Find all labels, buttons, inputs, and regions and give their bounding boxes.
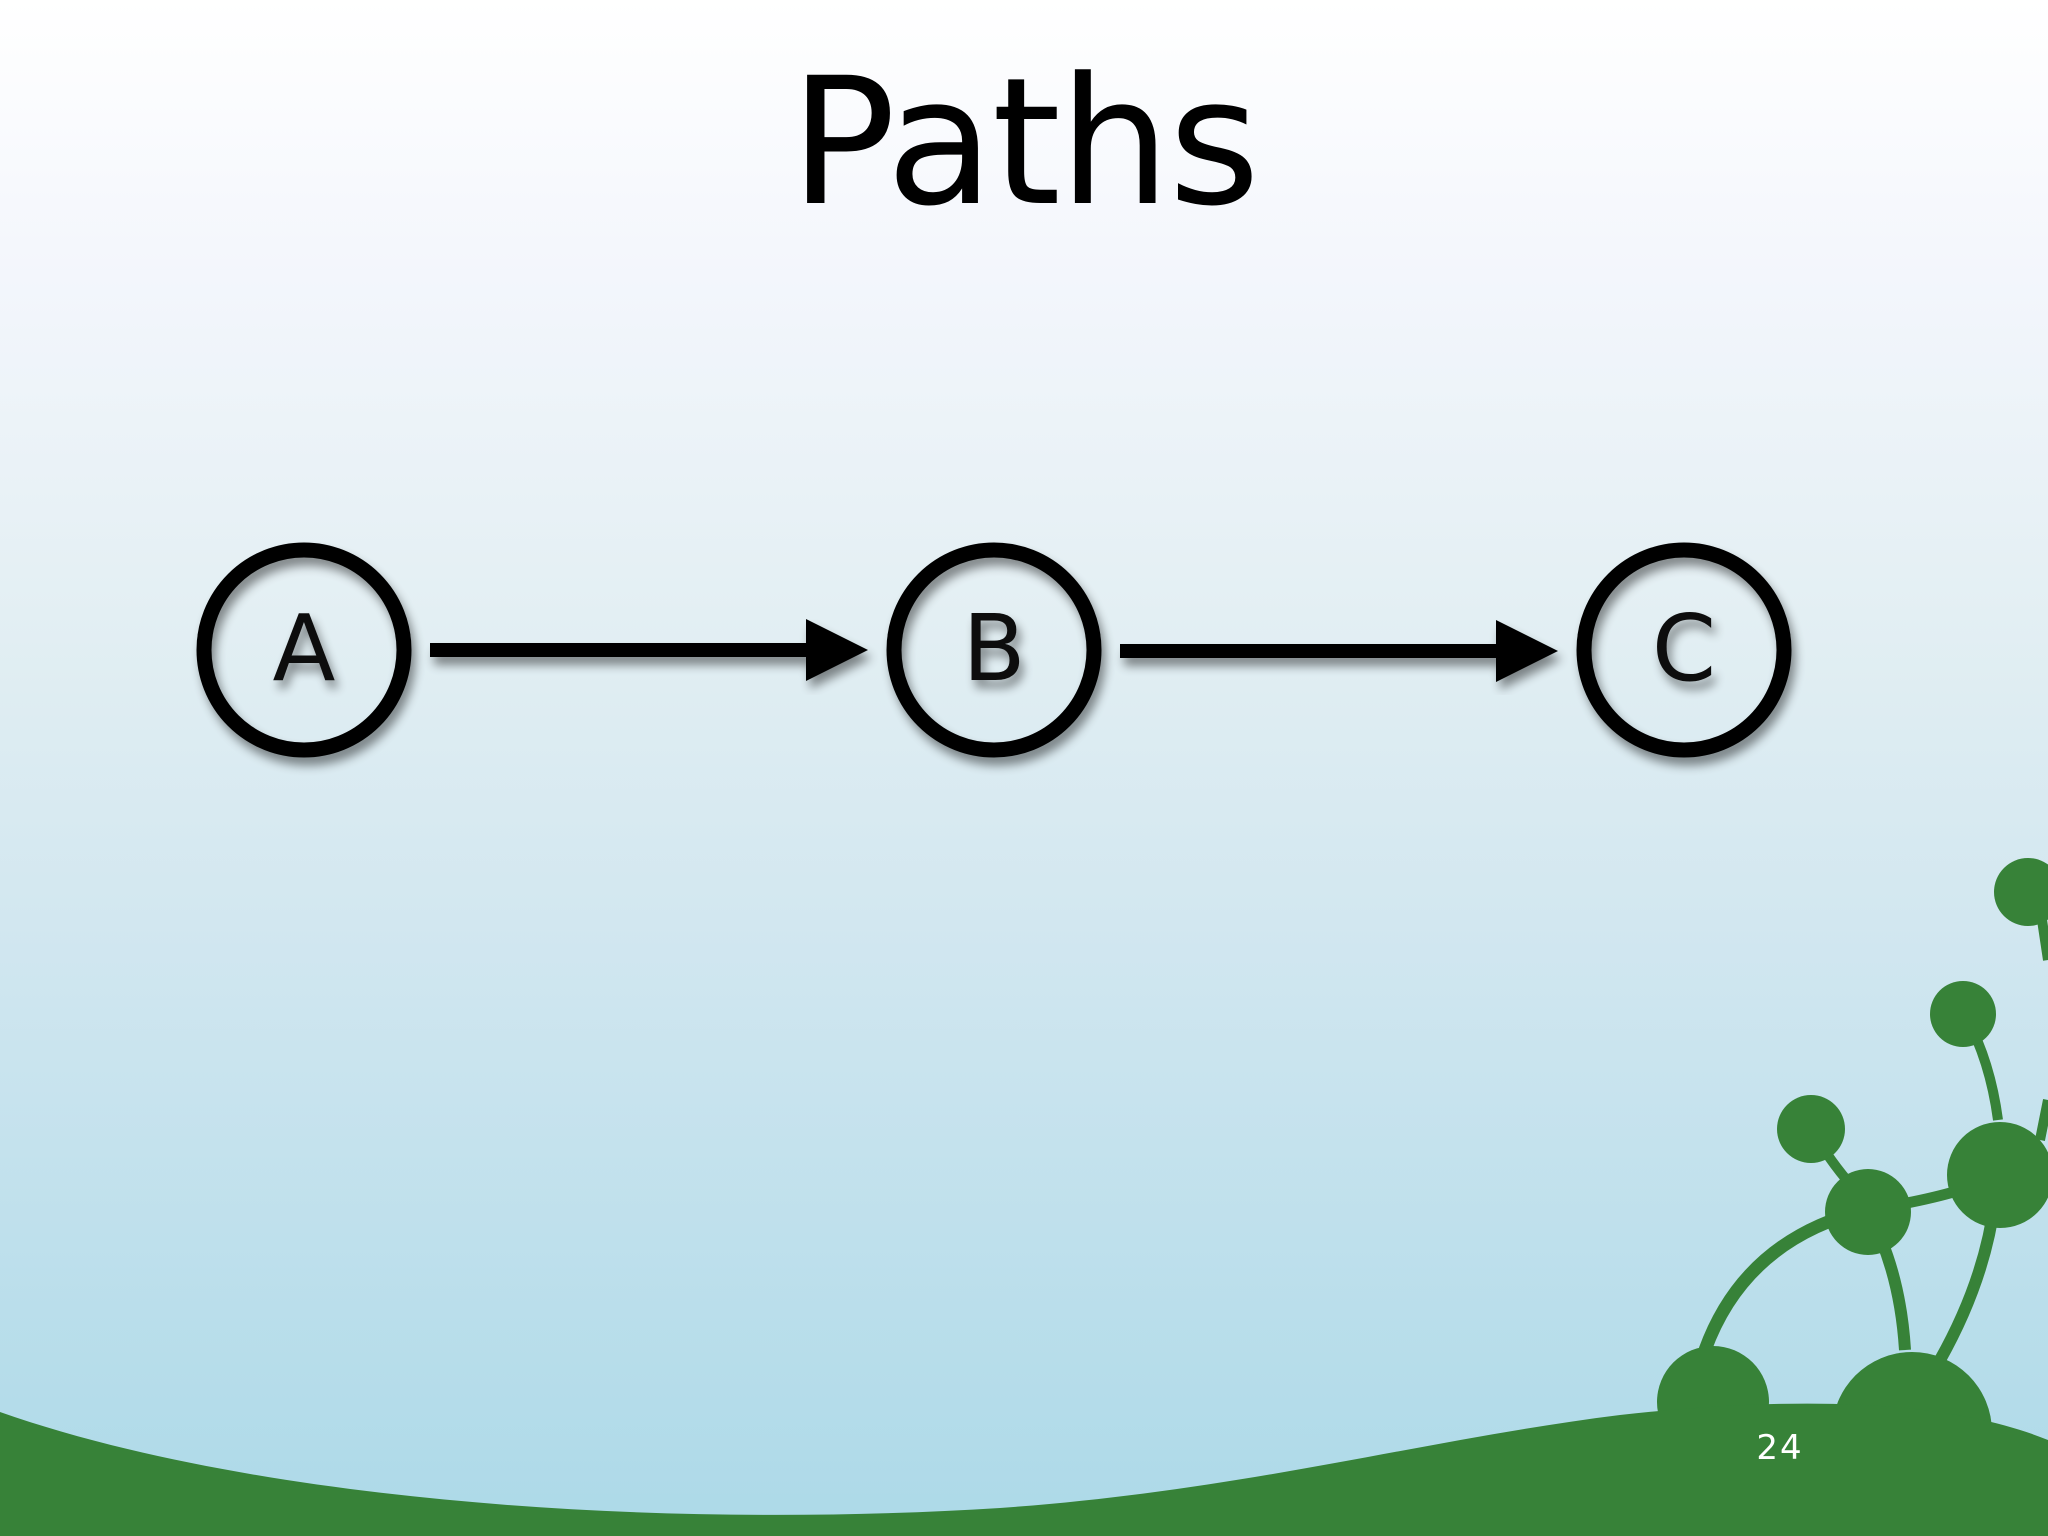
node-a: A (196, 542, 412, 758)
page-number: 24 (1756, 1428, 1804, 1468)
plant-decoration (1657, 858, 2048, 1512)
green-hill (0, 1403, 2048, 1536)
edge-a-to-b (430, 619, 868, 681)
node-c-label: C (1652, 595, 1716, 702)
node-c: C (1576, 542, 1792, 758)
edge-b-to-c (1120, 620, 1558, 682)
node-a-label: A (273, 595, 336, 702)
node-b-label: B (962, 595, 1025, 702)
slide-title: Paths (789, 40, 1260, 245)
node-b: B (886, 542, 1102, 758)
